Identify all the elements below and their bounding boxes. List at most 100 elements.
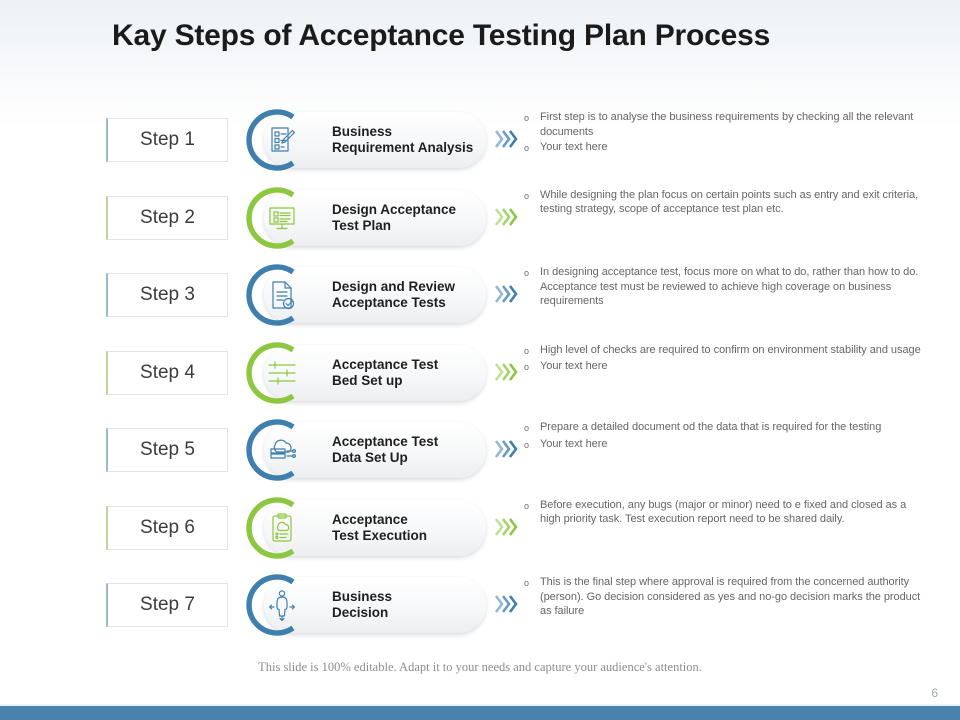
step-description: o While designing the plan focus on certa…: [524, 188, 924, 218]
document-check-icon: [264, 277, 300, 313]
triple-chevron-right-icon: [494, 283, 520, 305]
triple-chevron-right-icon: [494, 361, 520, 383]
step-box-label: Step 5: [140, 439, 195, 460]
bullet-item: o In designing acceptance test, focus mor…: [524, 265, 924, 309]
step-box-label: Step 4: [140, 361, 195, 383]
step-box-3[interactable]: Step 3: [106, 273, 228, 317]
monitor-checklist-icon: [264, 200, 300, 236]
bullet-marker-icon: o: [524, 362, 530, 372]
process-row: Step 7 Business Decision o This is the fina…: [0, 569, 960, 647]
step-pill-6[interactable]: Acceptance Test Execution: [264, 499, 486, 556]
bullet-text: While designing the plan focus on certai…: [540, 188, 919, 216]
step-description: o This is the final step where approval i…: [524, 575, 924, 620]
bullet-item: o Before execution, any bugs (major or mi…: [524, 498, 924, 527]
sliders-settings-icon: [264, 355, 300, 391]
bullet-text: In designing acceptance test, focus more…: [540, 266, 919, 307]
person-decision-arrows-icon: [264, 587, 300, 623]
bullet-text: High level of checks are required to con…: [540, 343, 921, 356]
step-icon-badge: [246, 186, 310, 250]
process-row: Step 6 Acceptance Test Execution o Before e…: [0, 492, 960, 570]
triple-chevron-right-icon: [494, 593, 520, 615]
step-pill-7[interactable]: Business Decision: [264, 577, 486, 633]
bullet-marker-icon: o: [524, 439, 530, 450]
bullet-item: o High level of checks are required to co…: [524, 343, 924, 359]
bullet-text: Before execution, any bugs (major or min…: [540, 498, 907, 526]
step-pill-title: Business Requirement Analysis: [332, 124, 474, 155]
step-box-5[interactable]: Step 5: [106, 428, 228, 472]
bullet-marker-icon: o: [524, 113, 530, 123]
step-pill-1[interactable]: Business Requirement Analysis: [264, 112, 486, 168]
bullet-marker-icon: o: [524, 345, 530, 356]
bullet-text: Your text here: [540, 141, 608, 153]
step-box-label: Step 1: [140, 129, 195, 150]
process-row: Step 3 Design and Review Acceptance Tests…: [0, 259, 960, 337]
step-pill-title: Acceptance Test Data Set Up: [332, 434, 439, 465]
arc-ring-decoration: [246, 186, 310, 250]
step-icon-badge: [246, 108, 310, 172]
bullet-text: Your text here: [540, 437, 608, 450]
step-description: o In designing acceptance test, focus mor…: [524, 265, 924, 310]
bullet-marker-icon: o: [524, 190, 530, 201]
step-box-label: Step 2: [140, 206, 195, 228]
step-icon-badge: [246, 496, 310, 560]
bullet-item: o Your text here: [524, 359, 924, 375]
step-description: o High level of checks are required to co…: [524, 343, 924, 376]
bullet-item: o Your text here: [524, 140, 924, 156]
bullet-marker-icon: o: [524, 143, 530, 153]
step-box-1[interactable]: Step 1: [106, 118, 228, 162]
triple-chevron-right-icon: [494, 516, 520, 538]
step-box-label: Step 3: [140, 284, 195, 305]
arc-ring-decoration: [246, 418, 310, 482]
step-pill-title: Design Acceptance Test Plan: [332, 201, 457, 233]
bullet-item: o This is the final step where approval i…: [524, 575, 924, 619]
page-title: Kay Steps of Acceptance Testing Plan Pro…: [112, 19, 771, 52]
step-pill-5[interactable]: Acceptance Test Data Set Up: [264, 422, 486, 478]
bullet-text: This is the final step where approval is…: [540, 576, 921, 617]
arc-ring-decoration: [246, 108, 310, 172]
bullet-marker-icon: o: [524, 268, 530, 278]
process-row: Step 4 Acceptance Test Bed Set up o High le…: [0, 337, 960, 415]
step-box-6[interactable]: Step 6: [106, 505, 228, 550]
arc-ring-decoration: [246, 573, 310, 637]
step-pill-title: Acceptance Test Execution: [332, 511, 428, 543]
bullet-item: o While designing the plan focus on certa…: [524, 188, 924, 217]
process-row: Step 2 Design Acceptance Test Plan o While …: [0, 182, 960, 260]
step-pill-title: Acceptance Test Bed Set up: [332, 356, 439, 388]
bullet-marker-icon: o: [524, 578, 530, 588]
step-icon-badge: [246, 263, 310, 327]
slide-title-bar: Kay Steps of Acceptance Testing Plan Pro…: [0, 8, 960, 64]
bullet-text: Your text here: [540, 360, 608, 372]
step-box-label: Step 6: [140, 516, 195, 538]
step-pill-2[interactable]: Design Acceptance Test Plan: [264, 189, 486, 246]
triple-chevron-right-icon: [494, 128, 520, 150]
page-number: 6: [931, 686, 938, 700]
clipboard-cloud-icon: [264, 510, 300, 546]
step-icon-badge: [246, 573, 310, 637]
triple-chevron-right-icon: [494, 206, 520, 228]
bullet-item: o Your text here: [524, 437, 924, 453]
triple-chevron-right-icon: [494, 438, 520, 460]
bullet-marker-icon: o: [524, 500, 530, 511]
step-pill-title: Design and Review Acceptance Tests: [332, 279, 456, 310]
step-box-label: Step 7: [140, 594, 195, 615]
footer-note: This slide is 100% editable. Adapt it to…: [258, 660, 702, 674]
arc-ring-decoration: [246, 341, 310, 405]
checklist-pencil-icon: [264, 122, 300, 158]
step-icon-badge: [246, 341, 310, 405]
step-box-7[interactable]: Step 7: [106, 583, 228, 627]
step-icon-badge: [246, 418, 310, 482]
step-pill-3[interactable]: Design and Review Acceptance Tests: [264, 267, 486, 323]
step-box-2[interactable]: Step 2: [106, 195, 228, 240]
step-pill-4[interactable]: Acceptance Test Bed Set up: [264, 344, 486, 401]
step-box-4[interactable]: Step 4: [106, 350, 228, 395]
bottom-hairline: [0, 704, 960, 706]
bullet-marker-icon: o: [524, 423, 530, 433]
